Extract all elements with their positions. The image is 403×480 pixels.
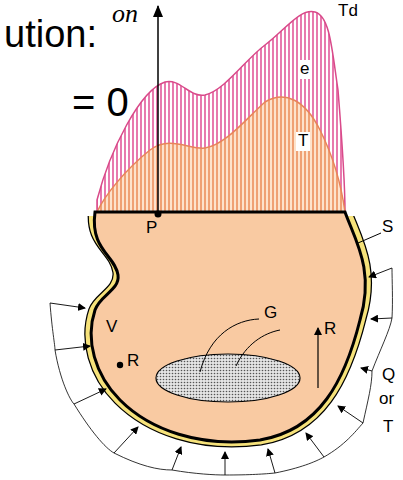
point-label: P [146,219,157,238]
heading-fragment: ution: [4,14,97,56]
surface-label: S [382,218,393,237]
point-label: R [324,320,336,339]
equation-fragment: = 0 [72,80,129,124]
equation-fragment: on [112,0,138,29]
traction-label: Td [338,2,358,21]
region-label: e [298,60,311,79]
load-label: T [383,418,393,437]
load-label: Q [382,366,395,385]
volume-label: V [106,318,117,337]
traction-label: T [296,132,310,151]
patch-label: G [264,304,277,323]
load-label: or [379,390,394,409]
point-label: R [127,352,139,371]
